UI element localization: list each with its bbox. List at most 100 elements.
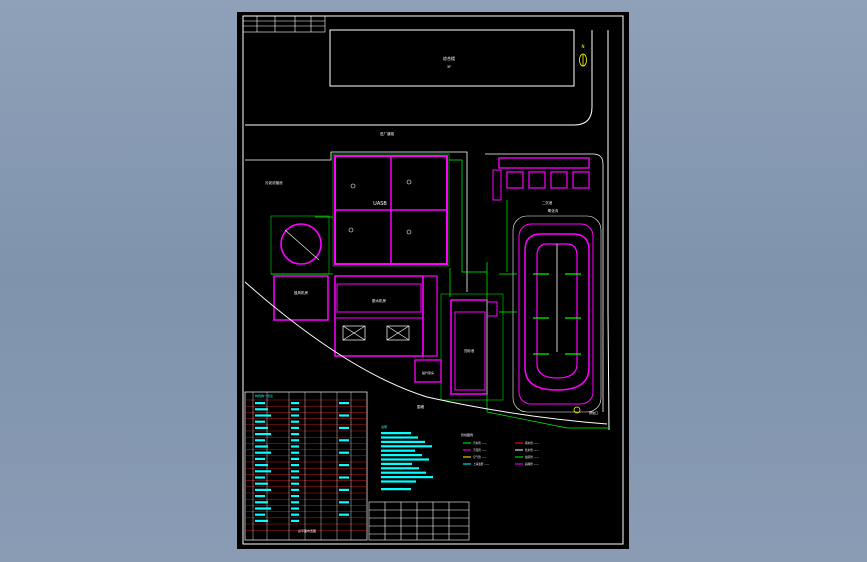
table-cell-text <box>291 476 299 479</box>
table-cell-text <box>339 439 349 442</box>
table-cell-text <box>339 501 349 504</box>
table-cell-text <box>291 464 299 467</box>
table-cell-text <box>255 501 268 504</box>
note-line <box>381 476 433 479</box>
pipe-legend-item: 污水管 —— <box>473 441 487 445</box>
clarifier-row <box>492 157 590 201</box>
table-cell-text <box>291 488 299 491</box>
blower-room <box>273 275 329 321</box>
site-boundary-diagonal <box>244 281 608 425</box>
pipe-legend-title: 管线图例 <box>461 432 473 437</box>
table-cell-text <box>255 495 265 498</box>
note-line <box>381 488 411 491</box>
sheet-border <box>242 15 624 545</box>
table-cell-text <box>291 507 299 510</box>
table-cell-text <box>291 402 299 405</box>
table-cell-text <box>291 420 299 423</box>
note-line <box>381 432 411 435</box>
pipe-legend-item: 空气管 —— <box>473 455 487 459</box>
table-cell-text <box>291 414 299 417</box>
title-block <box>368 501 470 541</box>
structures-table <box>244 391 368 541</box>
pipe-legend: 污水管 ——污泥管 ——空气管 ——上清液管 ——雨水管 ——给水管 ——加药管… <box>463 441 539 466</box>
note-line <box>381 462 412 465</box>
note-line <box>381 436 418 439</box>
table-cell-text <box>255 507 271 510</box>
table-cell-text <box>339 402 349 405</box>
table-cell-text <box>255 408 268 411</box>
sludge-thickener <box>270 215 330 275</box>
office-building-label: 综合楼 <box>443 55 455 61</box>
site-plan-drawing: 综合楼 3F N 进厂道路 <box>242 15 624 545</box>
oxidation-ditch-label: 氧化沟 <box>548 208 559 213</box>
table-cell-text <box>255 457 265 460</box>
table-cell-text <box>255 439 265 442</box>
table-cell-text <box>255 519 268 522</box>
office-building <box>329 29 575 87</box>
table-cell-text <box>291 408 299 411</box>
north-arrow <box>579 53 587 67</box>
grit-chamber <box>440 293 504 401</box>
table-cell-text <box>339 476 349 479</box>
road-label: 进厂道路 <box>380 131 394 136</box>
table-cell-text <box>255 488 271 491</box>
table-cell-text <box>339 451 349 454</box>
note-line <box>381 480 416 483</box>
dewatering-label: 脱水机房 <box>372 298 386 303</box>
north-label: N <box>582 44 585 49</box>
table-cell-text <box>255 482 268 485</box>
pump-house-label: 提升泵房 <box>422 370 434 375</box>
site-boundary-road <box>245 30 610 431</box>
pipe-legend-item: 上清液管 —— <box>473 462 490 466</box>
process-area-fence <box>245 151 604 412</box>
note-line <box>381 471 426 474</box>
table-cell-text <box>255 464 268 467</box>
table-cell-text <box>291 433 299 436</box>
table-cell-text <box>291 426 299 429</box>
pipe-network-left <box>271 159 487 297</box>
outfall-label: 排放口 <box>589 410 598 415</box>
table-cell-text <box>291 470 299 473</box>
table-cell-text <box>255 426 268 429</box>
blower-room-label: 鼓风机房 <box>294 290 308 295</box>
table-cell-text <box>339 488 349 491</box>
table-cell-text <box>291 482 299 485</box>
structures-table-title: 构筑物一览表 <box>255 393 273 398</box>
table-cell-text <box>255 470 271 473</box>
clarifier-label: 二沉池 <box>542 200 553 205</box>
table-cell-text <box>255 402 265 405</box>
table-cell-text <box>291 445 299 448</box>
table-cell-text <box>255 513 265 516</box>
grit-label: 沉砂池 <box>464 348 475 353</box>
pipe-network-right <box>486 200 609 429</box>
table-cell-text <box>339 513 349 516</box>
note-line <box>381 458 429 461</box>
table-cell-text <box>255 451 271 454</box>
pipe-legend-item: 加药管 —— <box>525 455 539 459</box>
oxidation-ditch <box>512 215 602 413</box>
sludge-thickener-label: 污泥浓缩池 <box>265 180 283 185</box>
title-block-label: 总平面布置图 <box>298 528 316 533</box>
table-cell-text <box>255 414 271 417</box>
table-cell-text <box>291 501 299 504</box>
table-cell-text <box>291 457 299 460</box>
pipe-legend-item: 污泥管 —— <box>473 448 487 452</box>
pipe-legend-item: 给水管 —— <box>525 448 539 452</box>
table-cell-text <box>255 433 271 436</box>
drawing-sheet: 综合楼 3F N 进厂道路 <box>237 12 629 549</box>
office-building-floors: 3F <box>447 65 451 69</box>
note-line <box>381 449 415 452</box>
note-line <box>381 440 425 443</box>
table-cell-text <box>255 445 268 448</box>
note-line <box>381 454 422 457</box>
top-left-stamp <box>242 15 326 33</box>
fence-label: 围墙 <box>417 404 425 409</box>
pump-house <box>414 359 442 383</box>
design-notes-title: 说明 <box>381 424 387 429</box>
table-cell-text <box>255 476 265 479</box>
table-cell-text <box>291 495 299 498</box>
design-notes <box>381 432 433 491</box>
table-cell-text <box>339 414 349 417</box>
table-cell-text <box>291 513 299 516</box>
